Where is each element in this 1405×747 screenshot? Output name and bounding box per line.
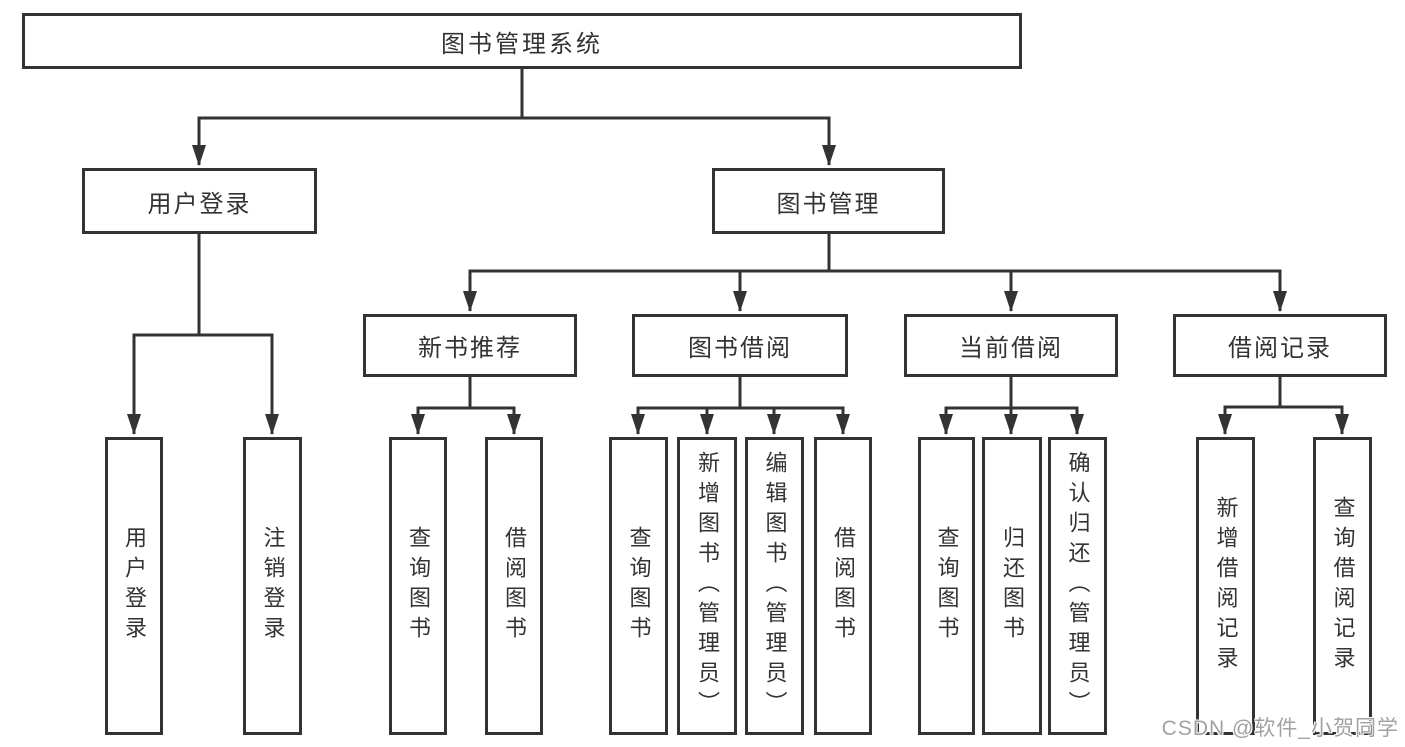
node-leaf-edit-books-admin: 编辑图书（管理员） [745, 437, 804, 735]
node-label: 编辑图书（管理员） [762, 451, 788, 721]
node-leaf-query-borrow-record: 查询借阅记录 [1313, 437, 1372, 735]
node-label: 借阅图书 [502, 526, 527, 646]
node-label: 新增借阅记录 [1213, 496, 1239, 676]
node-leaf-return-books: 归还图书 [982, 437, 1042, 735]
csdn-watermark: CSDN @软件_小贺同学 [1161, 717, 1399, 740]
tree-edges [127, 69, 1349, 435]
node-leaf-query-books-borrowing: 查询图书 [609, 437, 668, 735]
node-leaf-logout: 注销登录 [243, 437, 302, 735]
node-leaf-borrow-books: 借阅图书 [814, 437, 872, 735]
node-book-borrowing: 图书借阅 [632, 314, 848, 377]
node-label: 注销登录 [260, 526, 286, 646]
node-label: 查询图书 [406, 526, 431, 646]
node-current-borrowing: 当前借阅 [904, 314, 1118, 377]
node-leaf-borrow-books-recommend: 借阅图书 [485, 437, 543, 735]
node-label: 查询图书 [626, 526, 652, 646]
node-label: 确认归还（管理员） [1065, 451, 1091, 721]
node-borrowing-records: 借阅记录 [1173, 314, 1387, 377]
node-leaf-confirm-return-admin: 确认归还（管理员） [1048, 437, 1107, 735]
node-leaf-add-books-admin: 新增图书（管理员） [677, 437, 737, 735]
node-label: 查询借阅记录 [1330, 496, 1356, 676]
node-book-management: 图书管理 [712, 168, 945, 234]
node-library-management-system: 图书管理系统 [22, 13, 1022, 69]
node-label: 查询图书 [934, 526, 960, 646]
node-user-login: 用户登录 [82, 168, 317, 234]
node-label: 新增图书（管理员） [695, 451, 720, 721]
node-leaf-query-books-current: 查询图书 [918, 437, 975, 735]
node-label: 用户登录 [122, 526, 147, 646]
node-new-book-recommendation: 新书推荐 [363, 314, 577, 377]
node-leaf-query-books-recommend: 查询图书 [389, 437, 447, 735]
node-label: 借阅图书 [831, 526, 856, 646]
node-leaf-add-borrow-record: 新增借阅记录 [1196, 437, 1255, 735]
node-leaf-user-login: 用户登录 [105, 437, 163, 735]
node-label: 归还图书 [1000, 526, 1025, 646]
